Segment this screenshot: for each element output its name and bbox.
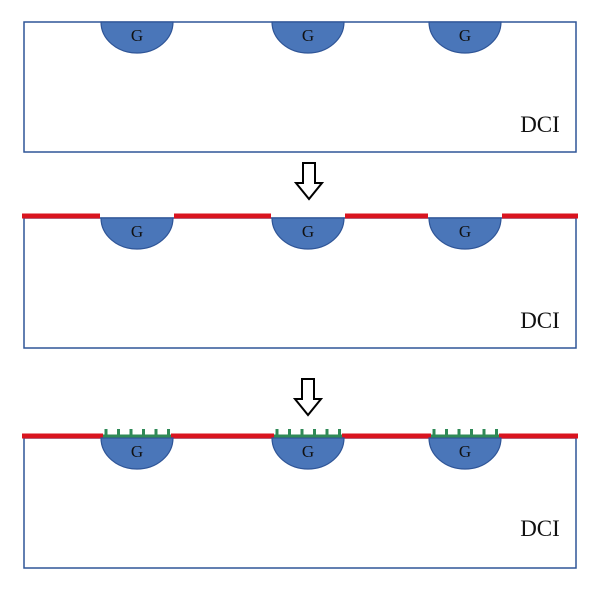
grain	[100, 437, 174, 470]
grain	[100, 21, 174, 54]
substrate-label: DCI	[520, 516, 560, 541]
grain-label: G	[459, 222, 471, 241]
grain	[100, 217, 174, 250]
grain	[271, 217, 345, 250]
grain	[428, 217, 502, 250]
grain-label: G	[302, 442, 314, 461]
panel-step-1: G G G DCI	[23, 21, 577, 153]
grain	[271, 21, 345, 54]
grain	[428, 21, 502, 54]
substrate-label: DCI	[520, 308, 560, 333]
down-arrow-icon	[293, 162, 325, 201]
grain-label: G	[131, 26, 143, 45]
panel-step-2: G G G DCI	[22, 213, 578, 349]
grain-label: G	[302, 26, 314, 45]
grain-label: G	[302, 222, 314, 241]
grain	[428, 437, 502, 470]
grain-label: G	[131, 442, 143, 461]
grain-label: G	[459, 26, 471, 45]
substrate-label: DCI	[520, 112, 560, 137]
down-arrow-icon	[292, 378, 324, 417]
grain-label: G	[131, 222, 143, 241]
grain-label: G	[459, 442, 471, 461]
grain	[271, 437, 345, 470]
panel-step-3: G G G DCI	[22, 429, 578, 569]
